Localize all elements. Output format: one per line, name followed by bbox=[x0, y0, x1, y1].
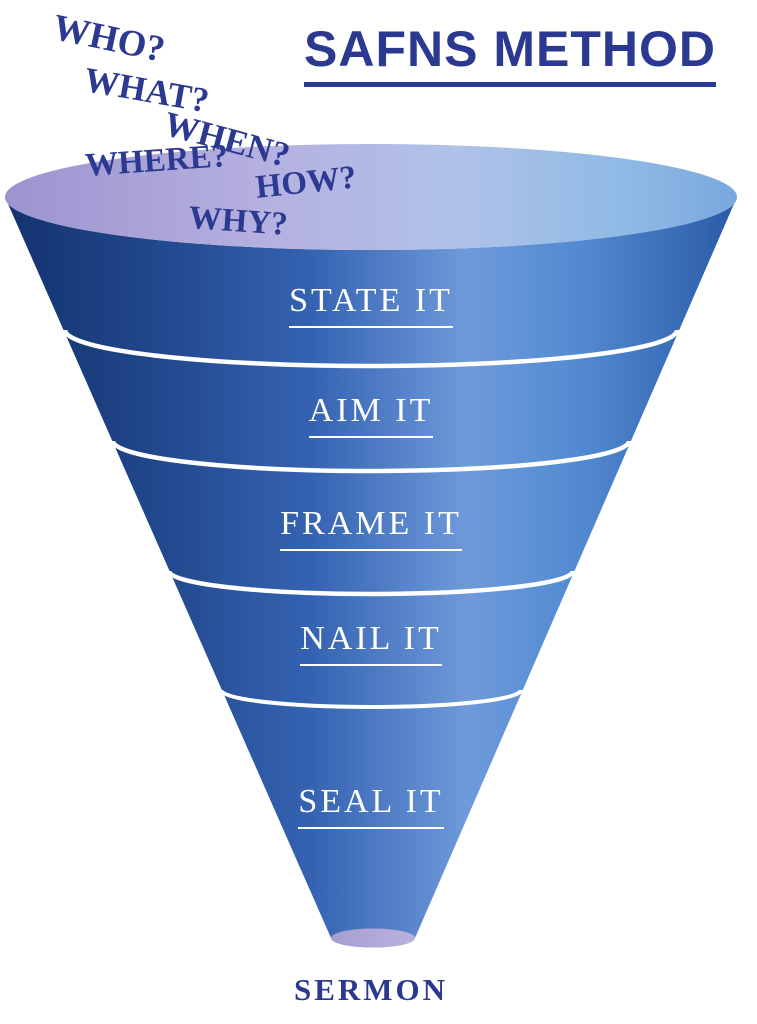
funnel-stage-seal-it: SEAL IT bbox=[0, 783, 742, 829]
funnel-rim-top bbox=[5, 144, 737, 250]
funnel-stage-label: AIM IT bbox=[308, 392, 434, 438]
funnel-stage-state-it: STATE IT bbox=[0, 282, 742, 328]
page-title: SAFNS METHOD bbox=[270, 20, 750, 87]
page-title-text: SAFNS METHOD bbox=[304, 20, 716, 87]
funnel-separator-1 bbox=[62, 329, 680, 369]
funnel-stage-label: STATE IT bbox=[289, 282, 453, 328]
funnel-separator-3 bbox=[166, 570, 576, 597]
funnel-stage-aim-it: AIM IT bbox=[0, 392, 742, 438]
funnel-separator-4 bbox=[219, 689, 523, 709]
funnel-separator-2 bbox=[110, 440, 632, 474]
output-label-sermon: SERMON bbox=[0, 972, 742, 1008]
funnel-stage-label: NAIL IT bbox=[300, 620, 442, 666]
funnel-cone bbox=[5, 197, 737, 948]
output-label-text: SERMON bbox=[293, 972, 449, 1007]
funnel-stage-label: FRAME IT bbox=[280, 505, 462, 551]
funnel-spout-opening bbox=[331, 928, 415, 948]
question-why: WHY? bbox=[187, 200, 289, 243]
funnel-stage-nail-it: NAIL IT bbox=[0, 620, 742, 666]
funnel-stage-label: SEAL IT bbox=[298, 783, 444, 829]
funnel-stage-frame-it: FRAME IT bbox=[0, 505, 742, 551]
